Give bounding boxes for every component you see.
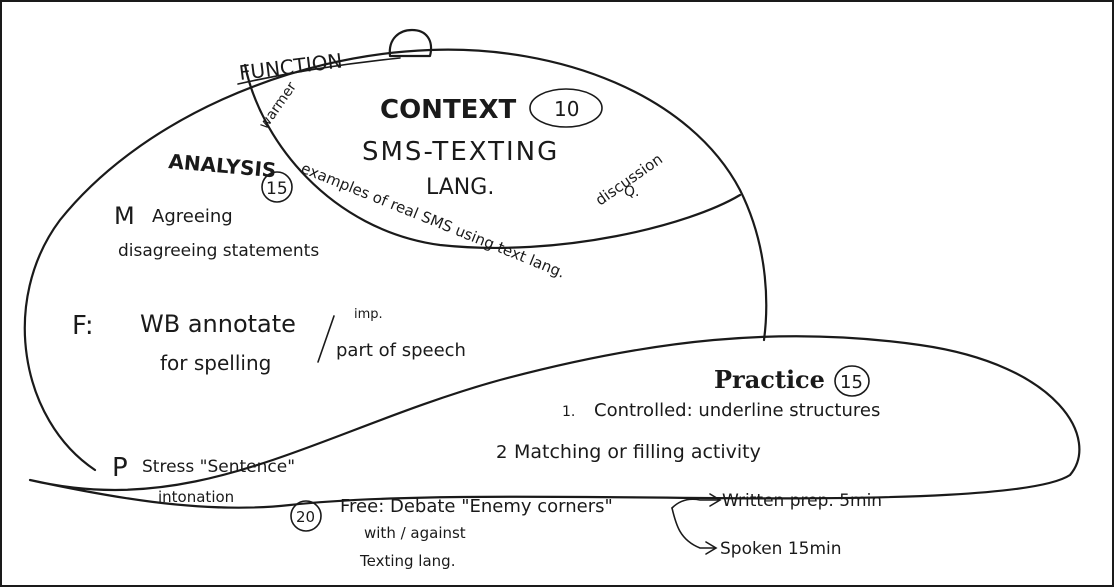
analysis-f-imp: imp. <box>354 307 383 322</box>
arrow-to-spoken <box>671 507 715 549</box>
cap-button <box>388 28 433 58</box>
arrow-to-written <box>671 498 719 509</box>
analysis-f-line2: for spelling <box>160 351 271 375</box>
analysis-f-pos: part of speech <box>336 340 466 361</box>
analysis-m-label: M <box>114 202 135 230</box>
practice-item1: Controlled: underline structures <box>594 400 880 421</box>
discussion-q: Q. <box>624 184 639 200</box>
arrow-to-spoken-head <box>705 541 718 555</box>
with-against-label: with / against <box>364 524 466 542</box>
analysis-p-line2: intonation <box>158 488 234 506</box>
written-label: Written prep. 5min <box>722 491 882 511</box>
analysis-m-line2: disagreeing statements <box>118 241 319 261</box>
analysis-title: ANALYSIS <box>168 149 278 182</box>
analysis-time: 15 <box>266 179 288 199</box>
practice-time: 15 <box>840 372 863 393</box>
analysis-p-line1: Stress "Sentence" <box>142 457 295 477</box>
context-topic-line2: LANG. <box>426 175 494 200</box>
practice-item2: Matching or filling activity <box>514 441 761 463</box>
analysis-f-slash <box>317 315 335 363</box>
analysis-p-label: P <box>112 453 128 483</box>
context-time-circle <box>529 88 603 128</box>
analysis-f-label: F: <box>72 311 94 341</box>
texting-label: Texting lang. <box>359 552 455 570</box>
function-label: FUNCTION <box>238 48 344 84</box>
warmer-label: warmer <box>256 79 300 132</box>
analysis-time-circle <box>261 171 293 203</box>
analysis-m-line1: Agreeing <box>152 206 233 227</box>
function-underline <box>237 57 401 85</box>
free-time: 20 <box>296 508 315 526</box>
analysis-f-line1: WB annotate <box>140 310 296 338</box>
discussion-label: discussion <box>592 150 666 209</box>
practice-item2-num: 2 <box>496 442 507 463</box>
cap-brim-outline <box>28 335 1081 509</box>
context-arc <box>243 63 742 249</box>
practice-item1-num: 1. <box>562 404 575 420</box>
context-title: CONTEXT <box>380 95 516 125</box>
free-label: Free: Debate "Enemy corners" <box>340 496 613 517</box>
practice-title: Practice <box>714 365 825 394</box>
spoken-label: Spoken 15min <box>720 539 842 559</box>
practice-time-circle <box>834 365 870 397</box>
arrow-to-written-head <box>709 493 722 507</box>
context-topic-line1: SMS-TEXTING <box>362 137 559 167</box>
free-time-circle <box>290 500 322 532</box>
context-time: 10 <box>554 97 579 121</box>
